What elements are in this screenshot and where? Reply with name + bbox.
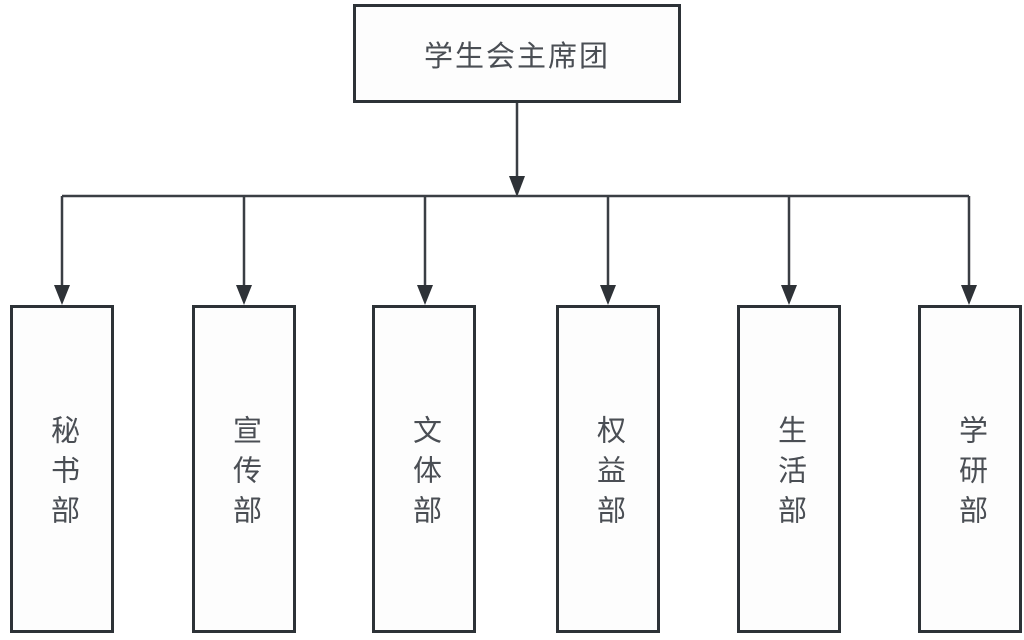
node-publicity-dept-label: 宣传部 [228, 414, 261, 535]
node-presidium-label: 学生会主席团 [423, 40, 610, 73]
node-study-research-dept: 学研部 [918, 305, 1022, 633]
node-publicity-dept: 宣传部 [192, 305, 296, 633]
drop-arrowhead-6 [961, 285, 977, 305]
node-life-dept: 生活部 [737, 305, 841, 633]
drop-arrowhead-1 [54, 285, 70, 305]
node-culture-sports-dept-label: 文体部 [408, 414, 441, 535]
drop-arrowhead-5 [781, 285, 797, 305]
node-study-research-dept-label: 学研部 [954, 414, 987, 535]
drop-arrowhead-3 [417, 285, 433, 305]
node-rights-dept: 权益部 [556, 305, 660, 633]
node-culture-sports-dept: 文体部 [372, 305, 476, 633]
node-secretary-dept: 秘书部 [10, 305, 114, 633]
root-stem-arrowhead [509, 176, 525, 197]
drop-arrowhead-2 [236, 285, 252, 305]
node-presidium: 学生会主席团 [353, 4, 681, 103]
drop-arrowhead-4 [600, 285, 616, 305]
node-life-dept-label: 生活部 [773, 414, 806, 535]
node-rights-dept-label: 权益部 [592, 414, 625, 535]
node-secretary-dept-label: 秘书部 [46, 414, 79, 535]
